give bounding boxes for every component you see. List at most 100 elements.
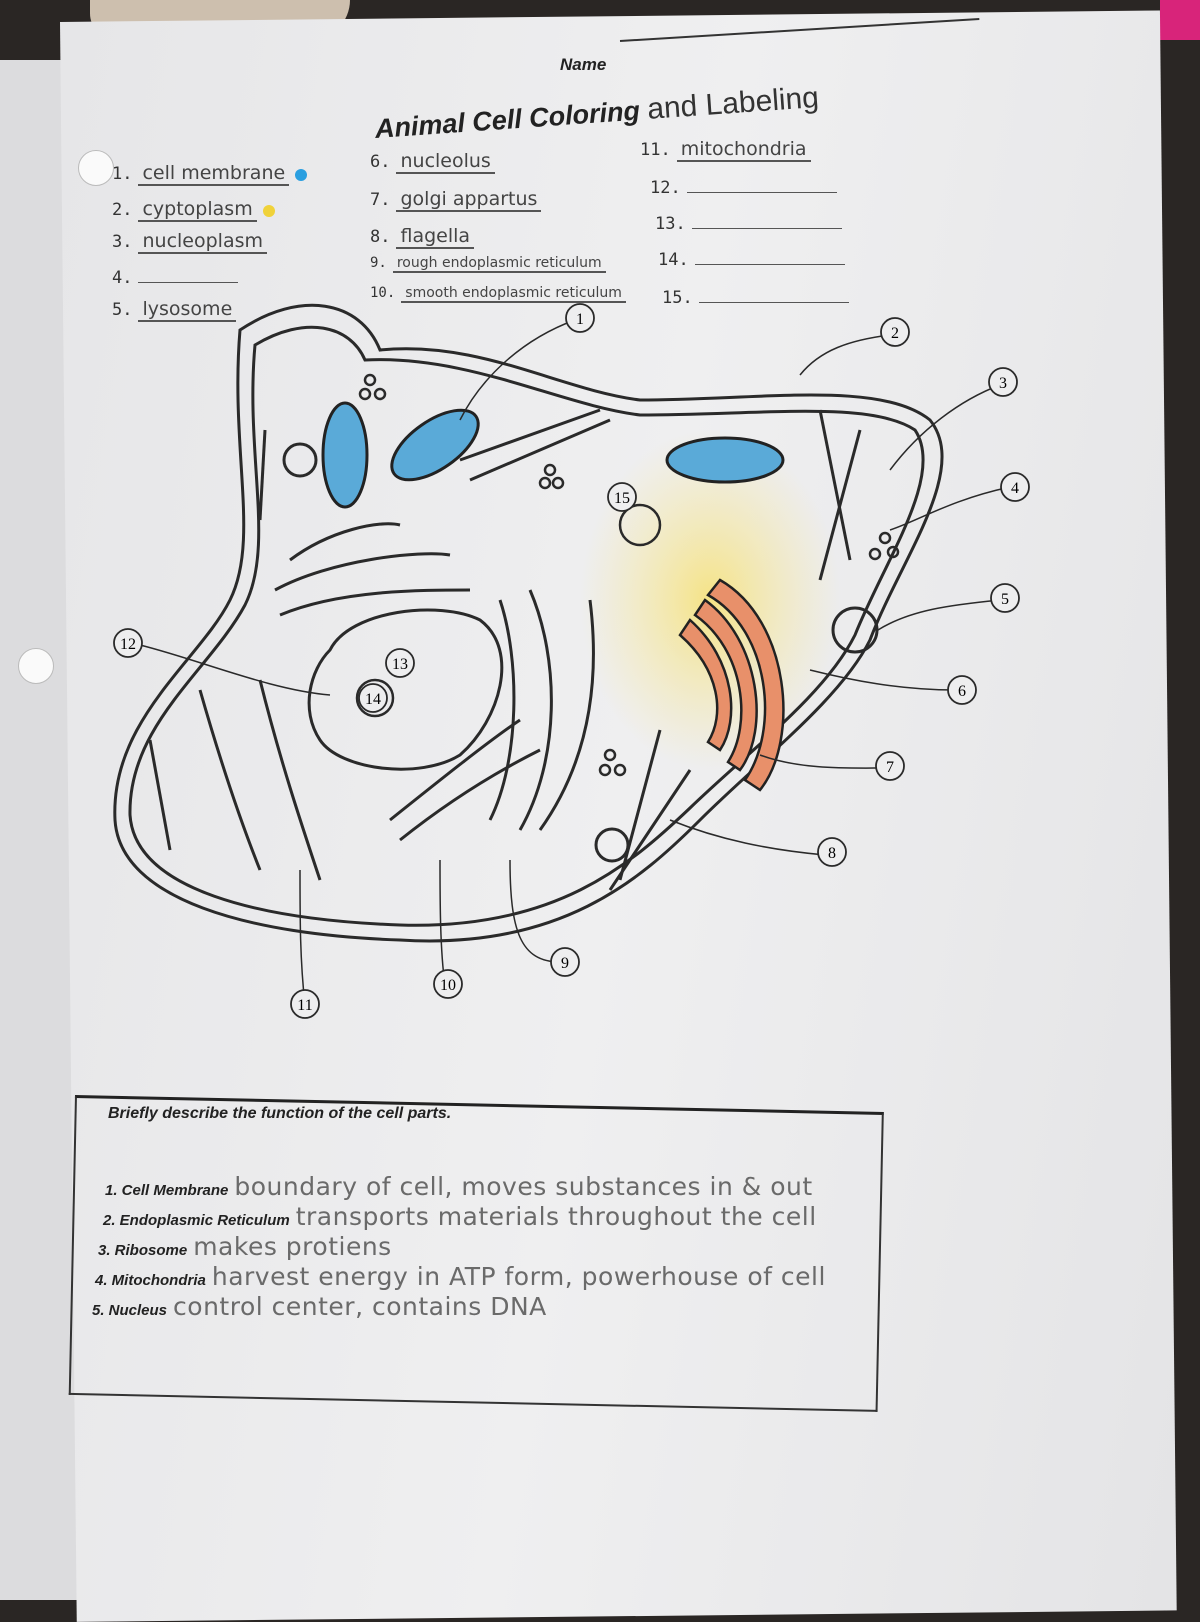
vesicle <box>594 827 630 863</box>
callout-number: 14 <box>365 691 381 708</box>
label-number: 6. <box>370 152 391 172</box>
label-item: 1.cell membrane <box>112 162 308 186</box>
label-item: 4. <box>112 268 239 288</box>
callout-6: 6 <box>947 675 977 705</box>
mitochondrion <box>665 436 785 484</box>
nucleolus <box>355 678 395 718</box>
callout-circle <box>1000 472 1030 502</box>
function-prompt: Briefly describe the function of the cel… <box>108 1105 452 1122</box>
mitochondrion <box>390 408 480 482</box>
callout-number: 4 <box>1011 480 1019 497</box>
label-blank[interactable] <box>138 282 239 283</box>
function-answer[interactable]: harvest energy in ATP form, powerhouse o… <box>211 1262 826 1291</box>
callout-number: 2 <box>891 325 899 342</box>
label-item: 9. rough endoplasmic reticulum <box>370 254 606 273</box>
callout-number: 10 <box>440 977 456 994</box>
label-item: 10.smooth endoplasmic reticulum <box>370 284 626 303</box>
label-number: 8. <box>370 227 391 247</box>
callout-7: 7 <box>875 751 905 781</box>
label-item: 12. <box>650 178 837 198</box>
punch-hole <box>18 648 54 684</box>
label-answer[interactable]: smooth endoplasmic reticulum <box>401 285 626 303</box>
callout-number: 11 <box>297 997 312 1014</box>
label-number: 3. <box>112 232 133 252</box>
label-number: 5. <box>112 300 133 320</box>
background-object <box>1160 0 1200 40</box>
callout-circle <box>550 947 580 977</box>
callout-5: 5 <box>990 583 1020 613</box>
function-answer[interactable]: transports materials throughout the cell <box>295 1202 817 1231</box>
callout-circle <box>113 628 143 658</box>
label-answer[interactable]: golgi appartus <box>396 188 542 212</box>
function-label: 1. Cell Membrane <box>105 1182 229 1199</box>
label-item: 7.golgi appartus <box>370 188 542 212</box>
label-blank[interactable] <box>694 264 845 265</box>
label-answer[interactable]: lysosome <box>138 298 237 322</box>
label-item: 2.cyptoplasm <box>112 198 275 222</box>
label-answer[interactable]: rough endoplasmic reticulum <box>392 255 606 273</box>
callout-circle <box>875 751 905 781</box>
label-item: 11.mitochondria <box>640 138 811 162</box>
label-blank[interactable] <box>686 192 837 193</box>
callout-11: 11 <box>290 989 320 1019</box>
callout-circle <box>607 482 637 512</box>
label-item: 14. <box>658 250 845 270</box>
ribosomes <box>358 373 900 777</box>
callout-14: 14 <box>358 683 388 713</box>
callout-circle <box>358 683 388 713</box>
label-number: 2. <box>112 200 133 220</box>
callout-circle <box>988 367 1018 397</box>
callout-4: 4 <box>1000 472 1030 502</box>
label-answer[interactable]: flagella <box>396 225 475 249</box>
label-answer[interactable]: cell membrane <box>138 162 290 186</box>
label-item: 15. <box>662 288 849 308</box>
label-item: 13. <box>655 214 842 234</box>
centriole <box>618 503 662 547</box>
function-answer[interactable]: boundary of cell, moves substances in & … <box>234 1172 813 1201</box>
function-answer[interactable]: control center, contains DNA <box>173 1292 547 1321</box>
callout-circle <box>947 675 977 705</box>
lysosome <box>831 606 879 654</box>
callout-10: 10 <box>433 969 463 999</box>
callout-circle <box>880 317 910 347</box>
callout-number: 3 <box>999 375 1007 392</box>
callout-circle <box>290 989 320 1019</box>
callout-13: 13 <box>385 648 415 678</box>
callout-9: 9 <box>550 947 580 977</box>
label-item: 3.nucleoplasm <box>112 230 267 254</box>
callout-number: 13 <box>392 656 408 673</box>
label-item: 8.flagella <box>370 225 475 249</box>
callout-circle <box>433 969 463 999</box>
label-blank[interactable] <box>691 228 842 229</box>
function-label: 2. Endoplasmic Reticulum <box>103 1212 290 1229</box>
callout-circle <box>990 583 1020 613</box>
label-number: 13. <box>655 214 686 234</box>
label-answer[interactable]: nucleoplasm <box>138 230 267 254</box>
mitochondria-group <box>321 401 785 509</box>
label-answer[interactable]: nucleolus <box>396 150 495 174</box>
label-number: 7. <box>370 190 391 210</box>
endoplasmic-reticulum <box>148 408 862 891</box>
label-blank[interactable] <box>698 302 849 303</box>
callout-number: 12 <box>120 636 136 653</box>
callout-circle <box>385 648 415 678</box>
label-number: 15. <box>662 288 693 308</box>
label-answer[interactable]: cyptoplasm <box>138 198 257 222</box>
callout-3: 3 <box>988 367 1018 397</box>
golgi-apparatus <box>678 578 785 792</box>
label-number: 14. <box>658 250 689 270</box>
label-number: 11. <box>640 140 671 160</box>
name-label: Name <box>560 55 607 74</box>
callout-lines <box>139 319 1011 1006</box>
label-number: 9. <box>370 255 387 271</box>
label-number: 1. <box>112 164 133 184</box>
function-label: 3. Ribosome <box>98 1242 188 1259</box>
label-answer[interactable]: mitochondria <box>676 138 811 162</box>
function-answer[interactable]: makes protiens <box>193 1232 392 1261</box>
function-item: 2. Endoplasmic Reticulum transports mater… <box>103 1202 817 1231</box>
function-item: 3. Ribosome makes protiens <box>98 1232 392 1261</box>
label-number: 12. <box>650 178 681 198</box>
